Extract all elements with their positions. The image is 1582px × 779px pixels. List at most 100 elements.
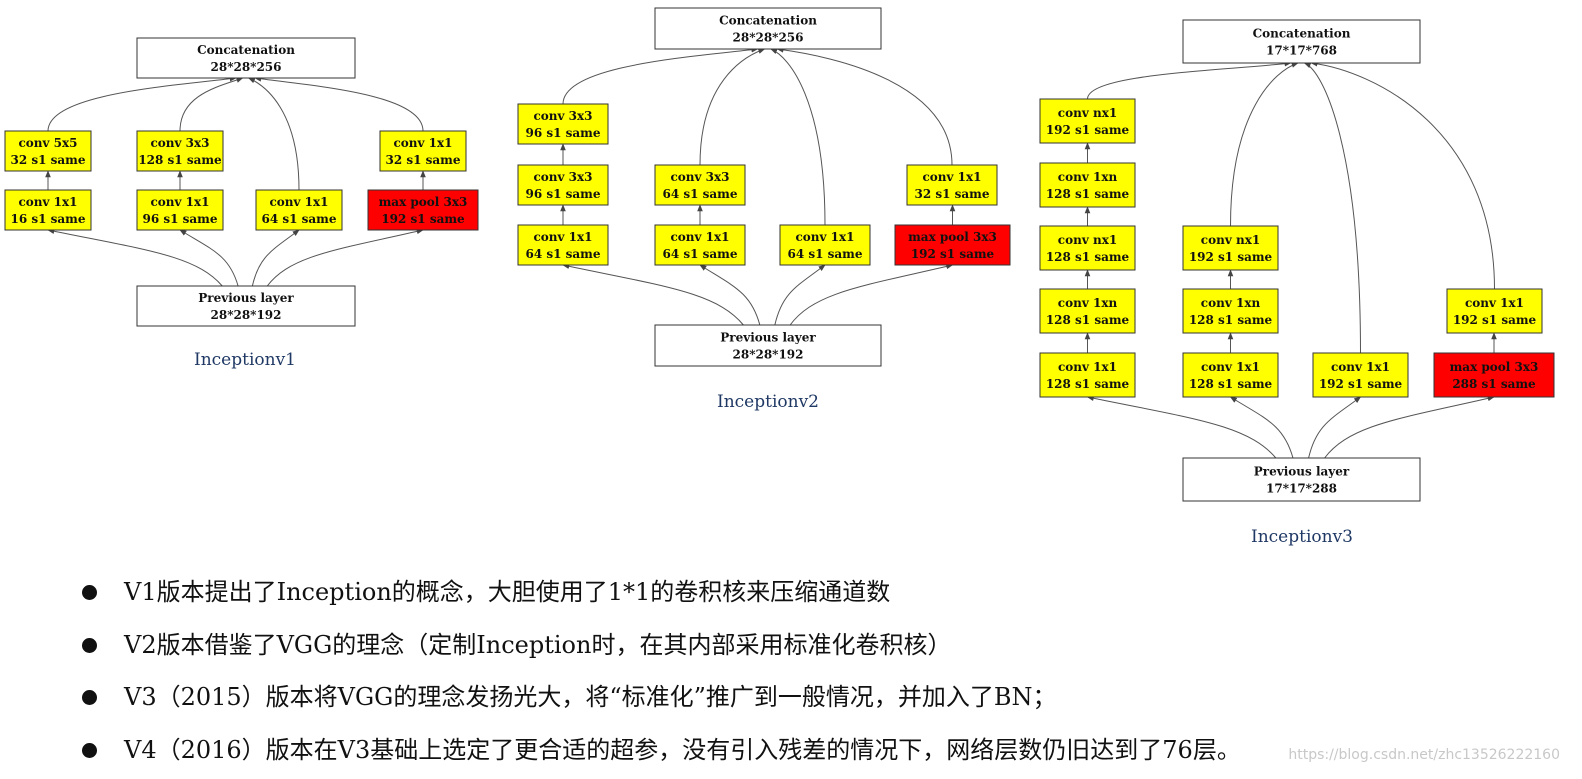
box-subtitle: 128 s1 same <box>1189 313 1273 327</box>
v3-box-d2: conv 1x1 192 s1 same <box>1446 288 1543 334</box>
conv-box <box>255 189 343 231</box>
conv-box <box>906 164 998 206</box>
box-title: conv 1x1 <box>795 230 854 244</box>
box-subtitle: 28*28*192 <box>733 348 804 362</box>
v3-edge-prev-c1 <box>1308 396 1362 459</box>
box-title: conv 1x1 <box>1331 360 1390 374</box>
box-subtitle: 32 s1 same <box>385 153 460 167</box>
box-title: conv 3x3 <box>670 170 729 184</box>
box-title: Concatenation <box>1253 27 1351 41</box>
conv-box <box>1039 225 1136 271</box>
v1-edge-prev-d1 <box>266 228 424 287</box>
layer-box <box>654 324 882 367</box>
box-title: conv 1x1 <box>1201 360 1260 374</box>
box-title: conv 1x1 <box>922 170 981 184</box>
conv-box <box>654 164 746 206</box>
box-title: conv 5x5 <box>18 136 77 150</box>
box-subtitle: 192 s1 same <box>1189 250 1273 264</box>
pool-box <box>894 224 1011 266</box>
box-subtitle: 192 s1 same <box>1046 123 1130 137</box>
conv-box <box>379 130 467 172</box>
conv-box <box>136 189 224 231</box>
layer-box <box>1182 19 1421 64</box>
box-subtitle: 96 s1 same <box>142 212 217 226</box>
box-title: Previous layer <box>1254 465 1350 479</box>
v1-box-b2: conv 3x3 128 s1 same <box>136 130 224 172</box>
v2-edge-b2-cat <box>699 48 766 166</box>
layer-box <box>136 37 356 79</box>
box-title: Previous layer <box>720 331 816 345</box>
v3-box-prev: Previous layer 17*17*288 <box>1182 457 1421 502</box>
box-title: conv 1xn <box>1058 296 1118 310</box>
box-title: conv 3x3 <box>150 136 209 150</box>
v1-edge-c1-cat <box>248 77 300 191</box>
conv-box <box>136 130 224 172</box>
v2-box-a3: conv 3x3 96 s1 same <box>517 103 609 145</box>
conv-box <box>1312 352 1409 398</box>
box-title: conv 3x3 <box>533 109 592 123</box>
box-subtitle: 28*28*256 <box>733 31 804 45</box>
conv-box <box>1446 288 1543 334</box>
watermark-url: https://blog.csdn.net/zhc13526222160 <box>1288 747 1560 763</box>
box-title: conv 1x1 <box>533 230 592 244</box>
box-title: conv 1xn <box>1058 170 1118 184</box>
conv-box <box>4 130 92 172</box>
box-subtitle: 96 s1 same <box>525 126 600 140</box>
conv-box <box>1039 352 1136 398</box>
conv-box <box>4 189 92 231</box>
box-subtitle: 128 s1 same <box>1046 250 1130 264</box>
bullet-dot <box>82 637 97 653</box>
v1-edge-a2-cat <box>47 75 237 132</box>
pool-box <box>367 189 479 231</box>
box-subtitle: 64 s1 same <box>525 247 600 261</box>
conv-box <box>1039 288 1136 334</box>
box-subtitle: 192 s1 same <box>1453 313 1537 327</box>
bullet-dot <box>82 742 97 758</box>
box-subtitle: 32 s1 same <box>914 187 989 201</box>
box-title: conv 1x1 <box>1058 360 1117 374</box>
v3-box-a3: conv nx1 128 s1 same <box>1039 225 1136 271</box>
box-subtitle: 288 s1 same <box>1452 377 1536 391</box>
box-title: conv nx1 <box>1058 233 1117 247</box>
box-title: conv 1xn <box>1201 296 1261 310</box>
box-title: conv 1x1 <box>269 195 328 209</box>
box-subtitle: 16 s1 same <box>10 212 85 226</box>
v2-box-prev: Previous layer 28*28*192 <box>654 324 882 367</box>
box-subtitle: 128 s1 same <box>1046 313 1130 327</box>
conv-box <box>1039 162 1136 208</box>
v2-edge-prev-b1 <box>699 264 761 326</box>
conv-box <box>1039 98 1136 144</box>
conv-box <box>517 103 609 145</box>
box-title: conv 1x1 <box>670 230 729 244</box>
box-subtitle: 128 s1 same <box>1046 377 1130 391</box>
box-subtitle: 17*17*768 <box>1266 44 1337 58</box>
v2-box-a1: conv 1x1 64 s1 same <box>517 224 609 266</box>
box-subtitle: 17*17*288 <box>1266 482 1337 496</box>
bullet-item: V1版本提出了Inception的概念，大胆使用了1*1的卷积核来压缩通道数 <box>72 566 1241 619</box>
box-title: conv 1x1 <box>1465 296 1524 310</box>
box-subtitle: 192 s1 same <box>911 247 995 261</box>
box-subtitle: 192 s1 same <box>1319 377 1403 391</box>
v3-edge-a5-cat <box>1087 60 1292 100</box>
box-title: conv 3x3 <box>533 170 592 184</box>
conv-box <box>517 164 609 206</box>
box-title: conv 1x1 <box>150 195 209 209</box>
pool-box <box>1433 352 1555 398</box>
box-subtitle: 128 s1 same <box>138 153 222 167</box>
bullet-item: V3（2015）版本将VGG的理念发扬光大，将“标准化”推广到一般情况，并加入了… <box>72 671 1241 724</box>
bullet-item: V2版本借鉴了VGG的理念（定制Inception时，在其内部采用标准化卷积核） <box>72 619 1241 672</box>
v2-edge-prev-c1 <box>774 264 826 326</box>
box-subtitle: 28*28*256 <box>211 60 282 74</box>
box-subtitle: 64 s1 same <box>787 247 862 261</box>
